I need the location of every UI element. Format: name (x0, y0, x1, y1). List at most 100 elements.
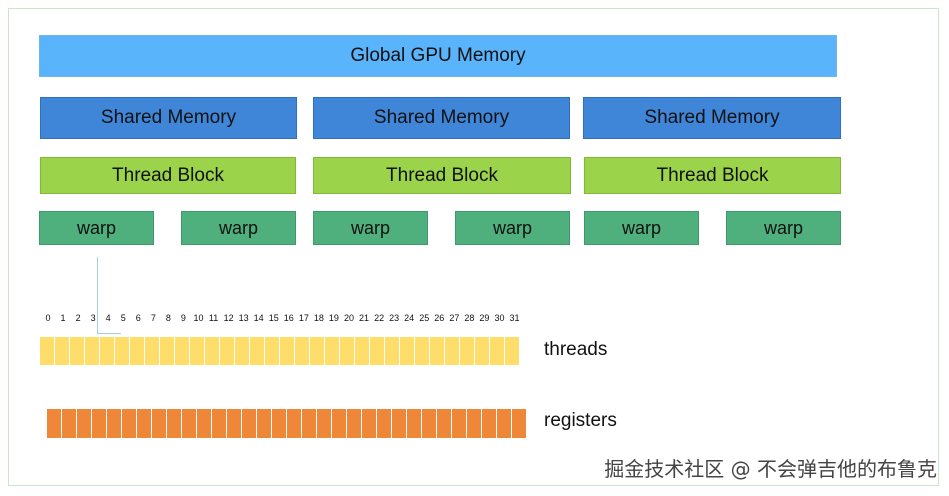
thread-index-label: 26 (434, 313, 445, 323)
thread-cell (70, 337, 84, 365)
register-cell (47, 409, 61, 438)
register-cell (422, 409, 436, 438)
thread-index-label: 30 (494, 313, 505, 323)
thread-index-label: 4 (105, 313, 111, 323)
warp-5: warp (584, 211, 699, 245)
thread-cell (475, 337, 489, 365)
thread-cell (355, 337, 369, 365)
thread-index-label: 23 (389, 313, 400, 323)
thread-cell (55, 337, 69, 365)
thread-block-3: Thread Block (584, 157, 841, 194)
thread-cell (415, 337, 429, 365)
warp-to-threads-connector (97, 257, 98, 333)
register-cell (362, 409, 376, 438)
thread-block-2: Thread Block (313, 157, 571, 194)
thread-index-label: 0 (45, 313, 51, 323)
thread-index-label: 13 (238, 313, 249, 323)
thread-cell (400, 337, 414, 365)
thread-cell (370, 337, 384, 365)
thread-index-label: 9 (180, 313, 186, 323)
shared-memory-2: Shared Memory (313, 97, 570, 139)
shared-memory-3: Shared Memory (583, 97, 841, 139)
thread-index-label: 27 (449, 313, 460, 323)
threads-row (40, 337, 520, 365)
thread-index-label: 21 (359, 313, 370, 323)
register-cell (482, 409, 496, 438)
thread-cell (100, 337, 114, 365)
thread-cell (40, 337, 54, 365)
thread-index-label: 19 (328, 313, 339, 323)
thread-cell (160, 337, 174, 365)
thread-cell (235, 337, 249, 365)
thread-index-label: 8 (165, 313, 171, 323)
warp-3: warp (313, 211, 428, 245)
register-cell (287, 409, 301, 438)
register-cell (407, 409, 421, 438)
thread-index-label: 29 (479, 313, 490, 323)
register-cell (377, 409, 391, 438)
register-cell (227, 409, 241, 438)
thread-index-label: 3 (90, 313, 96, 323)
thread-index-label: 7 (150, 313, 156, 323)
thread-index-label: 11 (208, 313, 219, 323)
thread-cell (85, 337, 99, 365)
register-cell (392, 409, 406, 438)
register-cell (467, 409, 481, 438)
thread-index-label: 2 (75, 313, 81, 323)
thread-cell (445, 337, 459, 365)
thread-cell (205, 337, 219, 365)
thread-index-label: 24 (404, 313, 415, 323)
thread-cell (295, 337, 309, 365)
register-cell (242, 409, 256, 438)
thread-index-label: 22 (374, 313, 385, 323)
thread-cell (385, 337, 399, 365)
register-cell (512, 409, 526, 438)
threads-label: threads (544, 339, 608, 360)
thread-cell (250, 337, 264, 365)
global-gpu-memory: Global GPU Memory (39, 35, 837, 77)
registers-label: registers (544, 410, 617, 431)
thread-index-label: 12 (223, 313, 234, 323)
thread-index-label: 16 (283, 313, 294, 323)
register-cell (77, 409, 91, 438)
register-cell (332, 409, 346, 438)
thread-index-label: 1 (60, 313, 66, 323)
thread-index-label: 18 (313, 313, 324, 323)
thread-cell (310, 337, 324, 365)
register-cell (272, 409, 286, 438)
thread-cell (325, 337, 339, 365)
register-cell (197, 409, 211, 438)
register-cell (452, 409, 466, 438)
registers-row (47, 409, 527, 438)
warp-1: warp (39, 211, 154, 245)
register-cell (302, 409, 316, 438)
thread-index-label: 15 (268, 313, 279, 323)
thread-index-label: 6 (135, 313, 141, 323)
thread-index-label: 10 (193, 313, 204, 323)
register-cell (212, 409, 226, 438)
thread-index-label: 5 (120, 313, 126, 323)
thread-index-label: 17 (298, 313, 309, 323)
thread-cell (115, 337, 129, 365)
register-cell (122, 409, 136, 438)
thread-cell (460, 337, 474, 365)
thread-cell (145, 337, 159, 365)
warp-to-threads-connector-tail (97, 333, 121, 334)
diagram-frame (8, 8, 939, 486)
register-cell (137, 409, 151, 438)
register-cell (497, 409, 511, 438)
thread-cell (190, 337, 204, 365)
register-cell (437, 409, 451, 438)
register-cell (152, 409, 166, 438)
register-cell (167, 409, 181, 438)
shared-memory-1: Shared Memory (40, 97, 297, 139)
register-cell (62, 409, 76, 438)
warp-4: warp (455, 211, 570, 245)
thread-cell (505, 337, 519, 365)
register-cell (107, 409, 121, 438)
thread-block-1: Thread Block (40, 157, 296, 194)
warp-2: warp (181, 211, 296, 245)
thread-cell (280, 337, 294, 365)
thread-cell (340, 337, 354, 365)
